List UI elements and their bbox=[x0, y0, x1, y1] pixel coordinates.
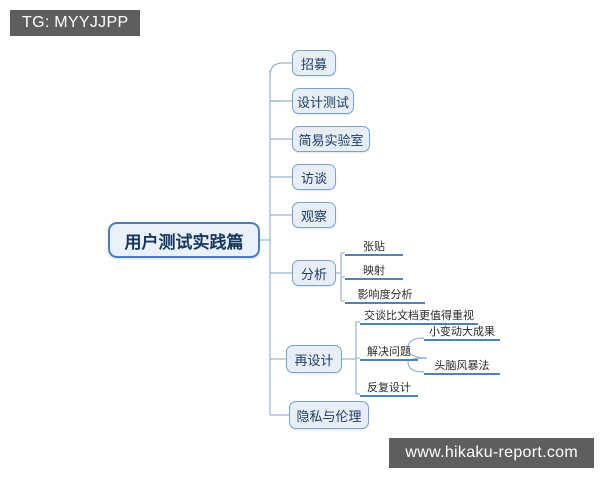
root-node[interactable]: 用户测试实践篇 bbox=[108, 222, 260, 258]
branch-node-observe[interactable]: 观察 bbox=[292, 202, 336, 228]
branch-label-simple-lab: 简易实验室 bbox=[298, 133, 364, 149]
branch-node-privacy-ethics[interactable]: 隐私与伦理 bbox=[289, 401, 369, 429]
branch-node-redesign[interactable]: 再设计 bbox=[286, 345, 342, 373]
branch-node-design-test[interactable]: 设计测试 bbox=[292, 88, 354, 114]
branch-label-observe: 观察 bbox=[300, 209, 327, 225]
branch-label-recruit: 招募 bbox=[300, 57, 327, 73]
branch-node-simple-lab[interactable]: 简易实验室 bbox=[292, 126, 370, 152]
elbow-recruit bbox=[269, 62, 292, 77]
leaf-impact-analysis[interactable]: 影响度分析 bbox=[345, 288, 425, 304]
branch-node-interview[interactable]: 访谈 bbox=[292, 164, 336, 190]
leaf-small-change-big-result[interactable]: 小变动大成果 bbox=[424, 325, 500, 341]
branch-label-design-test: 设计测试 bbox=[296, 95, 349, 111]
branch-label-analysis: 分析 bbox=[300, 267, 327, 283]
branch-label-privacy-ethics: 隐私与伦理 bbox=[296, 409, 362, 425]
top-watermark-tag: TG: MYYJJPP bbox=[10, 10, 141, 36]
branch-label-redesign: 再设计 bbox=[294, 353, 334, 369]
branch-node-recruit[interactable]: 招募 bbox=[292, 50, 336, 76]
branch-node-analysis[interactable]: 分析 bbox=[292, 260, 336, 286]
bottom-watermark-url: www.hikaku-report.com bbox=[389, 438, 594, 468]
leaf-talk-over-docs[interactable]: 交谈比文档更值得重视 bbox=[360, 309, 478, 325]
leaf-iterative-design[interactable]: 反复设计 bbox=[360, 381, 418, 397]
root-node-label: 用户测试实践篇 bbox=[124, 232, 244, 253]
leaf-mapping[interactable]: 映射 bbox=[345, 264, 403, 280]
leaf-posting[interactable]: 张贴 bbox=[345, 240, 403, 256]
branch-label-interview: 访谈 bbox=[300, 171, 327, 187]
leaf-solve-problem[interactable]: 解决问题 bbox=[360, 345, 418, 361]
leaf-brainstorming[interactable]: 头脑风暴法 bbox=[424, 359, 500, 375]
